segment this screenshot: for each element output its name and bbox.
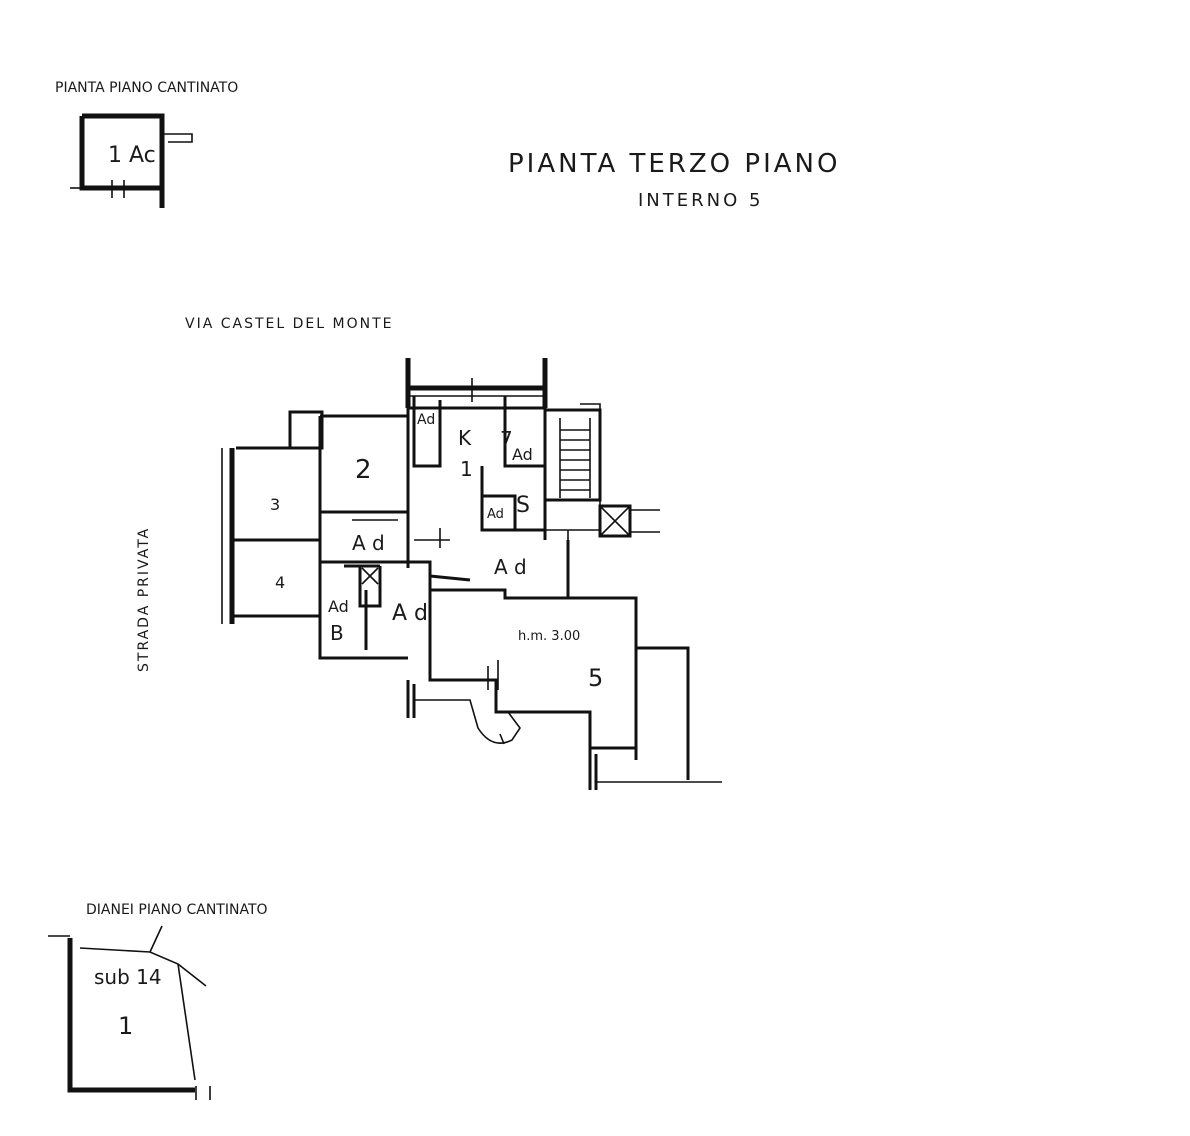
cellar-plan-bottom: DIANEI PIANO CANTINATO sub 14 1	[48, 902, 268, 1100]
room-label-ad-center: A d	[494, 555, 527, 579]
room-label-b: B	[330, 621, 344, 645]
room-label-ad-b: Ad	[328, 597, 349, 616]
room-label-2: 2	[355, 455, 372, 485]
cellar-plan-top: PIANTA PIANO CANTINATO 1 Ac	[55, 80, 238, 208]
room-label-s: S	[516, 493, 530, 518]
room-label-ad-right-bath: A d	[392, 601, 428, 626]
room-label-corridor-ad: A d	[352, 531, 385, 555]
street-north-label: VIA CASTEL DEL MONTE	[185, 316, 393, 332]
cellar-top-title: PIANTA PIANO CANTINATO	[55, 80, 238, 96]
cellar-top-room-label: 1 Ac	[108, 143, 156, 168]
room-label-kitchen-k: K	[458, 426, 472, 450]
street-west-label: STRADA PRIVATA	[136, 527, 152, 672]
room-height-label: h.m. 3.00	[518, 629, 580, 644]
cellar-bottom-title: DIANEI PIANO CANTINATO	[86, 902, 268, 918]
plan-title: PIANTA TERZO PIANO	[508, 149, 840, 179]
room-label-ad-top: Ad	[417, 412, 435, 428]
room-label-seven: 7	[500, 427, 513, 451]
room-label-4: 4	[275, 573, 285, 592]
room-label-ad-small: Ad	[487, 507, 504, 522]
room-label-ad-right: Ad	[512, 445, 533, 464]
cellar-bottom-room-label: 1	[118, 1012, 133, 1040]
cellar-bottom-sub-label: sub 14	[94, 965, 162, 989]
room-label-3: 3	[270, 495, 280, 514]
room-label-kitchen-1: 1	[460, 457, 473, 481]
plan-subtitle: INTERNO 5	[638, 190, 763, 211]
apartment-plan: Ad K 1 7 Ad Ad S 2 A d A d 3 4	[221, 358, 722, 790]
room-label-5: 5	[588, 664, 603, 692]
